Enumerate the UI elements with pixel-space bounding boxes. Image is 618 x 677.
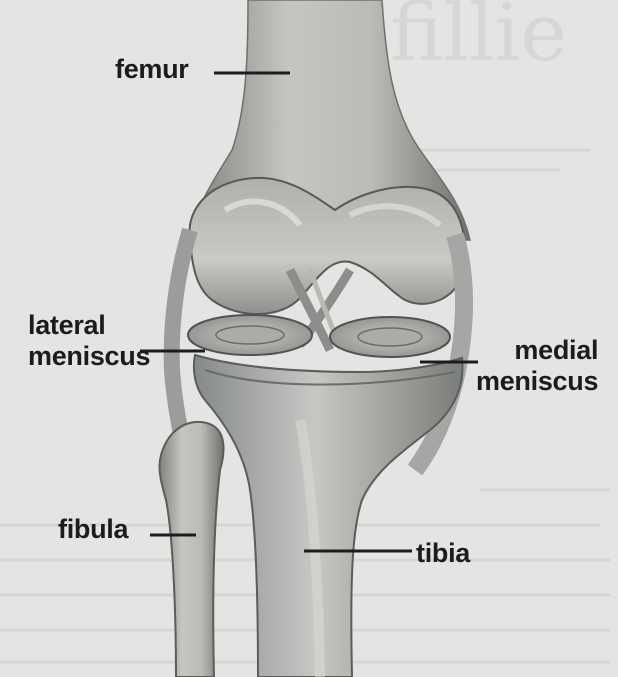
medial-meniscus-label: medial meniscus bbox=[476, 335, 598, 397]
medial-meniscus-inner bbox=[358, 328, 422, 346]
femur-label: femur bbox=[115, 54, 189, 85]
lateral-meniscus-label-line-2: meniscus bbox=[28, 341, 150, 372]
fibula-label: fibula bbox=[58, 514, 128, 545]
medial-meniscus-label-line-2: meniscus bbox=[476, 366, 598, 397]
lateral-meniscus-label-line-1: lateral bbox=[28, 310, 150, 341]
lateral-meniscus-label: lateral meniscus bbox=[28, 310, 150, 372]
medial-meniscus-label-line-1: medial bbox=[476, 335, 598, 366]
fibula bbox=[159, 422, 223, 677]
lateral-ligament bbox=[172, 230, 190, 455]
lateral-meniscus-inner bbox=[216, 326, 284, 344]
tibia-label: tibia bbox=[416, 538, 470, 569]
watermark-glyphs: fillie bbox=[390, 0, 567, 79]
